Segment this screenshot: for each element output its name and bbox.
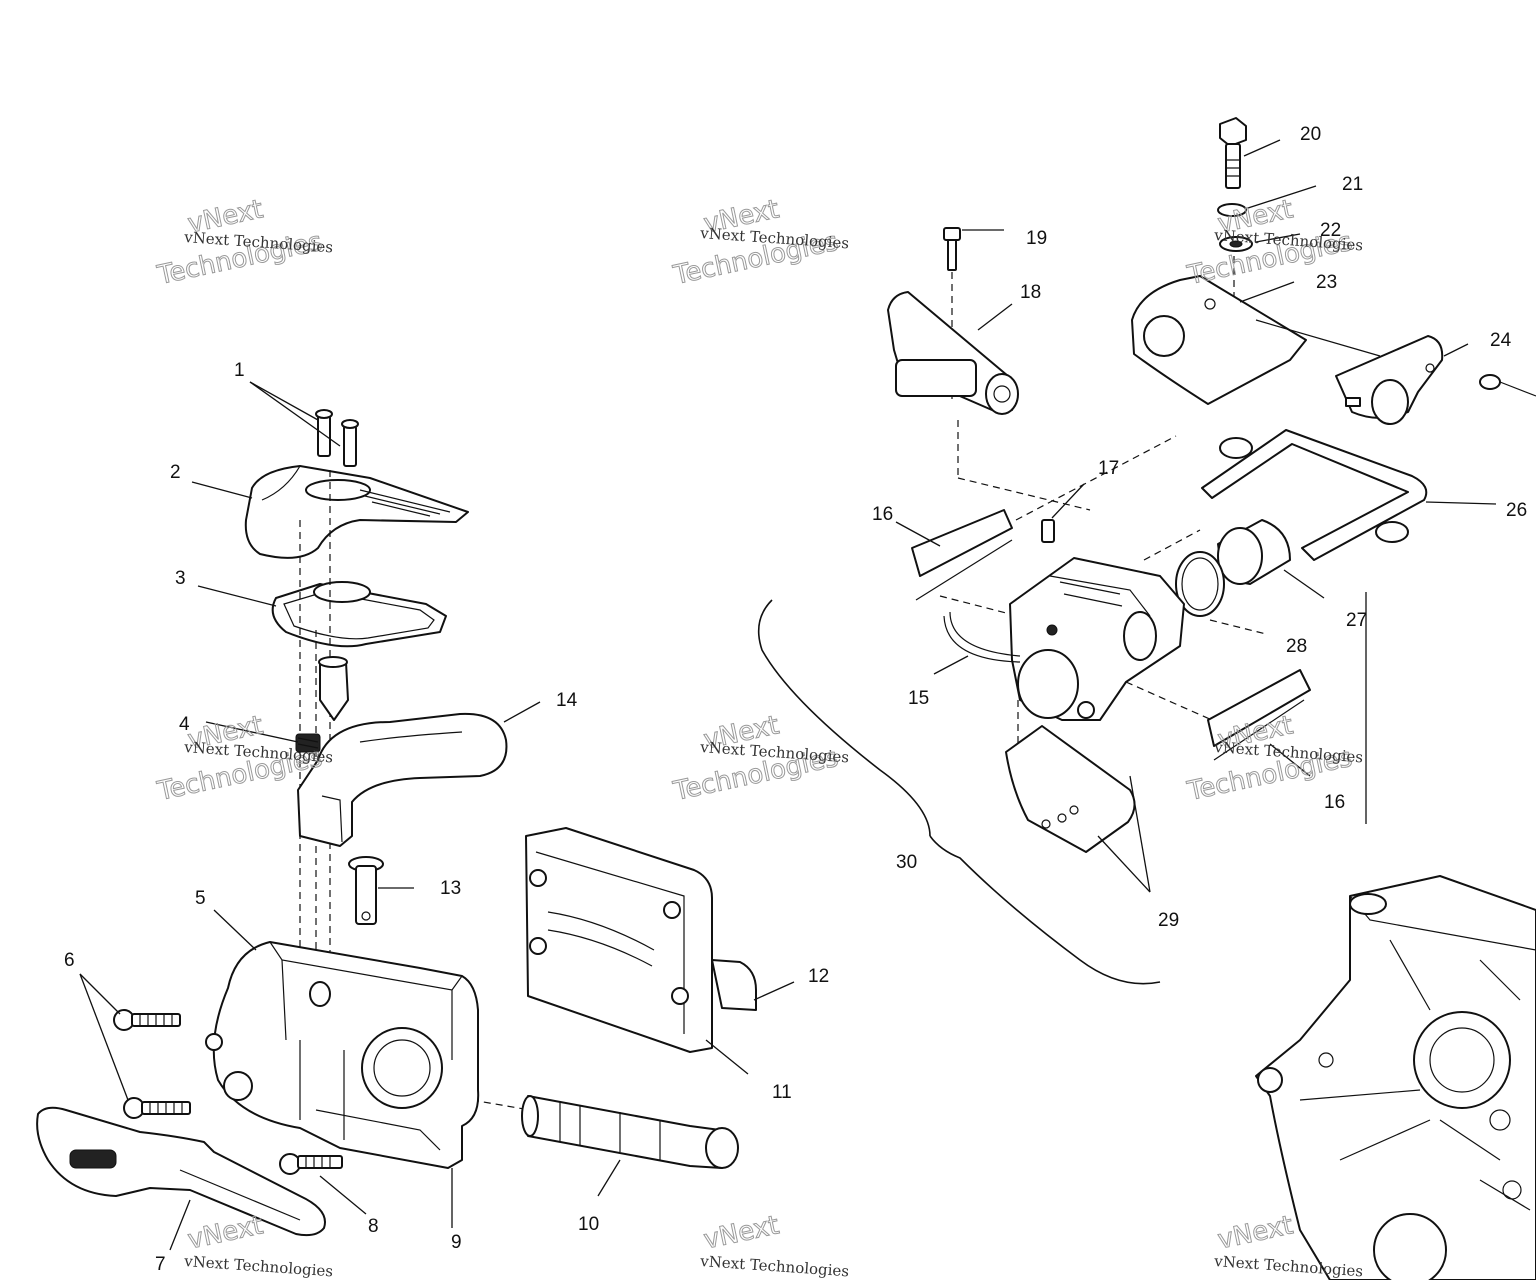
- part-27-piston: [1217, 519, 1325, 599]
- callout-8: 8: [368, 1216, 379, 1237]
- assembly-lines-right: [939, 435, 1231, 748]
- caliper-body: [1009, 557, 1185, 721]
- part-29-pad: [1005, 725, 1151, 893]
- watermark-small: vNext Technologies: [699, 1252, 850, 1280]
- piston-cone: [318, 656, 349, 721]
- callout-7: 7: [155, 1254, 166, 1275]
- part-4-spring: [205, 721, 321, 753]
- part-20-bolt: [1219, 117, 1281, 189]
- callout-3: 3: [175, 568, 186, 589]
- part-13-pin: [348, 856, 414, 925]
- callout-2: 2: [170, 462, 181, 483]
- part-12-cap: [711, 959, 795, 1011]
- watermark-small: vNext Technologies: [183, 1252, 334, 1280]
- callout-27: 27: [1346, 610, 1367, 631]
- callout-15: 15: [908, 688, 929, 709]
- watermark-big-1: vNext: [185, 1210, 266, 1255]
- callout-21: 21: [1342, 174, 1363, 195]
- callout-1: 1: [234, 360, 245, 381]
- callout-11: 11: [772, 1082, 792, 1103]
- callout-24: 24: [1490, 330, 1512, 351]
- callout-20: 20: [1300, 124, 1321, 145]
- callout-10: 10: [578, 1214, 599, 1235]
- part-2-cover: [191, 465, 469, 559]
- callout-16a: 16: [872, 504, 893, 525]
- callout-17: 17: [1098, 458, 1119, 479]
- group-bracket-30: [757, 599, 1161, 985]
- callout-23: 23: [1316, 272, 1337, 293]
- callout-26: 26: [1506, 500, 1527, 521]
- callout-28: 28: [1286, 636, 1307, 657]
- part-15-line: [933, 611, 1021, 675]
- part-7-lever: [36, 1106, 326, 1251]
- part-16a-pad-spring: [895, 509, 1013, 601]
- callout-12: 12: [808, 966, 829, 987]
- part-24-arm: [1255, 319, 1536, 425]
- part-11-housing: [525, 827, 749, 1075]
- part-3-diaphragm: [197, 581, 447, 648]
- part-5-body: [205, 909, 480, 1169]
- part-1-screws: [249, 381, 359, 467]
- callout-6: 6: [64, 950, 75, 971]
- part-6-screws: [79, 973, 191, 1119]
- callout-16b: 16: [1324, 792, 1345, 813]
- part-28-seal: [1175, 551, 1267, 635]
- part-23-bracket: [1131, 275, 1307, 405]
- callout-14: 14: [556, 690, 578, 711]
- part-17-bleeder: [1041, 483, 1085, 543]
- callout-18: 18: [1020, 282, 1041, 303]
- callout-numbers: 1 2 3 4 5 6 7 8 9 10 11 12 13 14 15 16 1…: [64, 124, 1527, 1275]
- callout-5: 5: [195, 888, 206, 909]
- part-8-screw: [279, 1153, 367, 1215]
- part-16b-pad-spring: [1207, 669, 1311, 777]
- callout-30: 30: [896, 852, 917, 873]
- part-14-lever-bracket: [297, 701, 541, 847]
- callout-13: 13: [440, 878, 461, 899]
- callout-4: 4: [179, 714, 190, 735]
- watermark-big-1: vNext: [1215, 1210, 1296, 1255]
- callout-29: 29: [1158, 910, 1179, 931]
- watermark-big-1: vNext: [701, 1210, 782, 1255]
- callout-19: 19: [1026, 228, 1047, 249]
- hub-housing: [1255, 875, 1536, 1280]
- callout-22: 22: [1320, 220, 1341, 241]
- callout-9: 9: [451, 1232, 462, 1253]
- part-18-banjo: [887, 291, 1091, 511]
- part-10-piston: [521, 1095, 739, 1197]
- part-21-washer: [1217, 185, 1317, 217]
- part-26-frame: [1201, 429, 1497, 561]
